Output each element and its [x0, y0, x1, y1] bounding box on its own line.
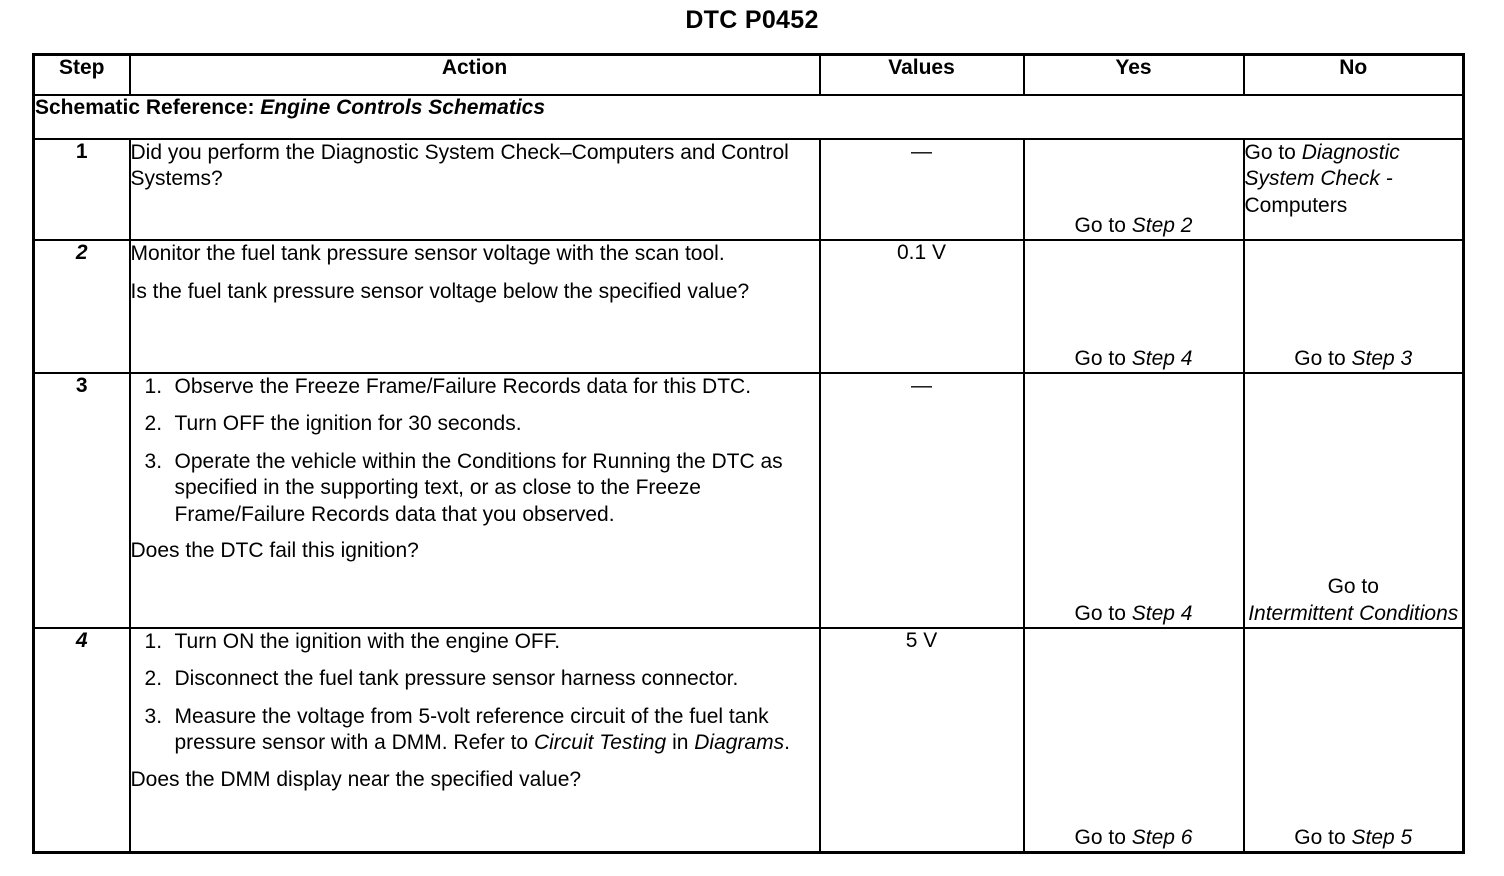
action-step-list: Turn ON the ignition with the engine OFF…: [131, 629, 819, 757]
list-item: Turn OFF the ignition for 30 seconds.: [145, 411, 522, 438]
no-branch-cell: Go to Step 3: [1242, 239, 1465, 374]
no-branch-emphasis: Step 5: [1351, 825, 1413, 849]
action-paragraph: Did you perform the Diagnostic System Ch…: [130, 141, 789, 191]
column-header-no: No: [1242, 53, 1465, 96]
yes-branch-emphasis: Step 4: [1131, 601, 1193, 625]
table-row: 4 Turn ON the ignition with the engine O…: [32, 627, 1465, 854]
action-cell: Monitor the fuel tank pressure sensor vo…: [128, 239, 821, 374]
list-item-emphasis-circuit-testing: Circuit Testing: [533, 731, 667, 755]
action-question: Does the DMM display near the specified …: [130, 767, 582, 791]
no-branch-prefix: Go to: [1294, 346, 1352, 370]
action-paragraph: Monitor the fuel tank pressure sensor vo…: [130, 242, 725, 265]
no-branch-emphasis: Diagnostic System Check -: [1244, 141, 1400, 191]
diagnostic-table: Step Action Values Yes No Schematic Refe…: [32, 53, 1465, 854]
schematic-reference-value: Engine Controls Schematics: [260, 96, 546, 119]
column-header-step: Step: [32, 53, 131, 96]
yes-branch-cell: Go to Step 6: [1022, 627, 1245, 854]
list-item-mid: in: [666, 731, 695, 755]
table-row: 2 Monitor the fuel tank pressure sensor …: [32, 239, 1465, 374]
list-item: Observe the Freeze Frame/Failure Records…: [145, 374, 752, 401]
list-item: Measure the voltage from 5-volt referenc…: [131, 704, 819, 757]
list-item-period: .: [784, 731, 790, 755]
schematic-reference-cell: Schematic Reference: Engine Controls Sch…: [32, 94, 1465, 140]
list-item: Disconnect the fuel tank pressure sensor…: [145, 666, 739, 693]
list-item: Operate the vehicle within the Condition…: [145, 449, 783, 526]
values-cell: —: [818, 372, 1025, 629]
no-branch-cell: Go to Diagnostic System Check - Computer…: [1242, 138, 1465, 241]
yes-branch-emphasis: Step 6: [1131, 825, 1193, 849]
no-branch-cell: Go to Intermittent Conditions: [1242, 372, 1465, 629]
no-branch-emphasis: Step 3: [1351, 346, 1413, 370]
yes-branch-prefix: Go to: [1074, 213, 1132, 237]
page-title: DTC P0452: [685, 6, 819, 34]
action-question: Is the fuel tank pressure sensor voltage…: [130, 280, 750, 304]
step-number: 4: [32, 627, 131, 854]
column-header-action: Action: [128, 53, 821, 96]
yes-branch-prefix: Go to: [1074, 601, 1132, 625]
table-row: 3 Observe the Freeze Frame/Failure Recor…: [32, 372, 1465, 629]
yes-branch-cell: Go to Step 4: [1022, 372, 1245, 629]
step-number: 2: [32, 239, 131, 374]
list-item: Turn ON the ignition with the engine OFF…: [145, 629, 561, 656]
action-cell: Observe the Freeze Frame/Failure Records…: [128, 372, 821, 629]
table-row: 1 Did you perform the Diagnostic System …: [32, 138, 1465, 241]
action-step-list: Observe the Freeze Frame/Failure Records…: [131, 374, 819, 528]
yes-branch-cell: Go to Step 2: [1022, 138, 1245, 241]
step-number: 1: [32, 138, 131, 241]
column-header-yes: Yes: [1022, 53, 1245, 96]
table-header-row: Step Action Values Yes No: [32, 53, 1465, 96]
no-branch-prefix: Go to: [1244, 141, 1302, 164]
column-header-values: Values: [818, 53, 1025, 96]
yes-branch-cell: Go to Step 4: [1022, 239, 1245, 374]
no-branch-cell: Go to Step 5: [1242, 627, 1465, 854]
action-question: Does the DTC fail this ignition?: [130, 539, 419, 563]
no-branch-prefix: Go to: [1294, 825, 1352, 849]
values-cell: 5 V: [818, 627, 1025, 854]
action-cell: Turn ON the ignition with the engine OFF…: [128, 627, 821, 854]
list-item-emphasis-diagrams: Diagrams: [694, 731, 785, 755]
no-branch-emphasis: Intermittent Conditions: [1248, 601, 1459, 625]
schematic-reference-label: Schematic Reference:: [35, 96, 255, 119]
yes-branch-prefix: Go to: [1074, 346, 1132, 370]
no-branch-prefix: Go to: [1327, 575, 1379, 599]
yes-branch-prefix: Go to: [1074, 825, 1132, 849]
list-item-text: Measure the voltage from 5-volt referenc…: [174, 704, 769, 755]
yes-branch-emphasis: Step 2: [1131, 213, 1193, 237]
values-cell: 0.1 V: [818, 239, 1025, 374]
yes-branch-emphasis: Step 4: [1131, 346, 1193, 370]
step-number: 3: [32, 372, 131, 629]
no-branch-suffix: Computers: [1244, 193, 1348, 217]
schematic-reference-row: Schematic Reference: Engine Controls Sch…: [32, 94, 1465, 140]
values-cell: —: [818, 138, 1025, 241]
action-cell: Did you perform the Diagnostic System Ch…: [128, 138, 821, 241]
